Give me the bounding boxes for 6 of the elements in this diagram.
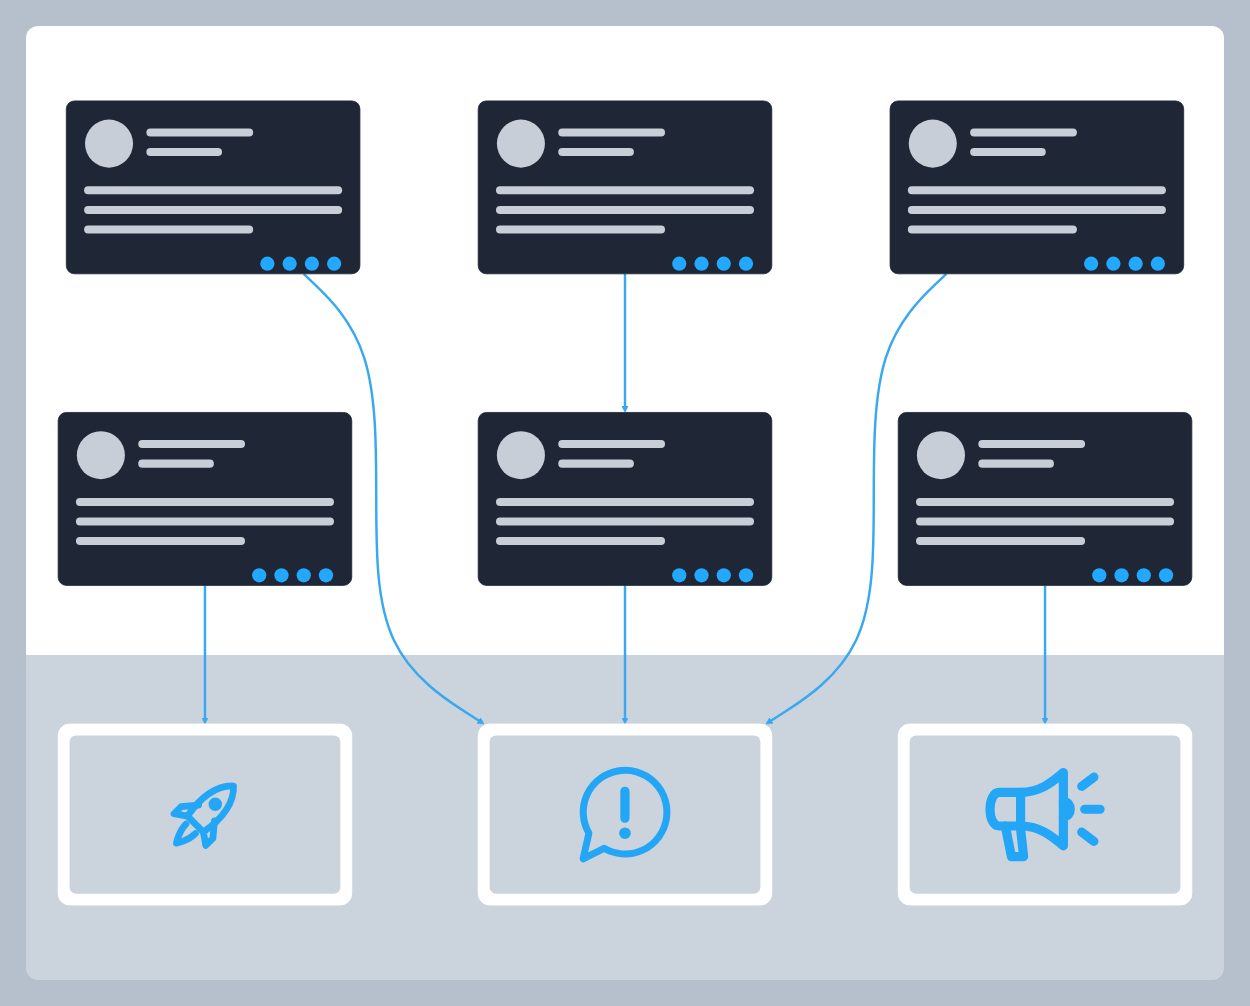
arrow [765, 272, 948, 725]
arrow [621, 585, 629, 725]
arrow [621, 273, 629, 413]
arrow [1041, 585, 1049, 725]
arrow [302, 272, 485, 725]
arrow [201, 585, 209, 725]
